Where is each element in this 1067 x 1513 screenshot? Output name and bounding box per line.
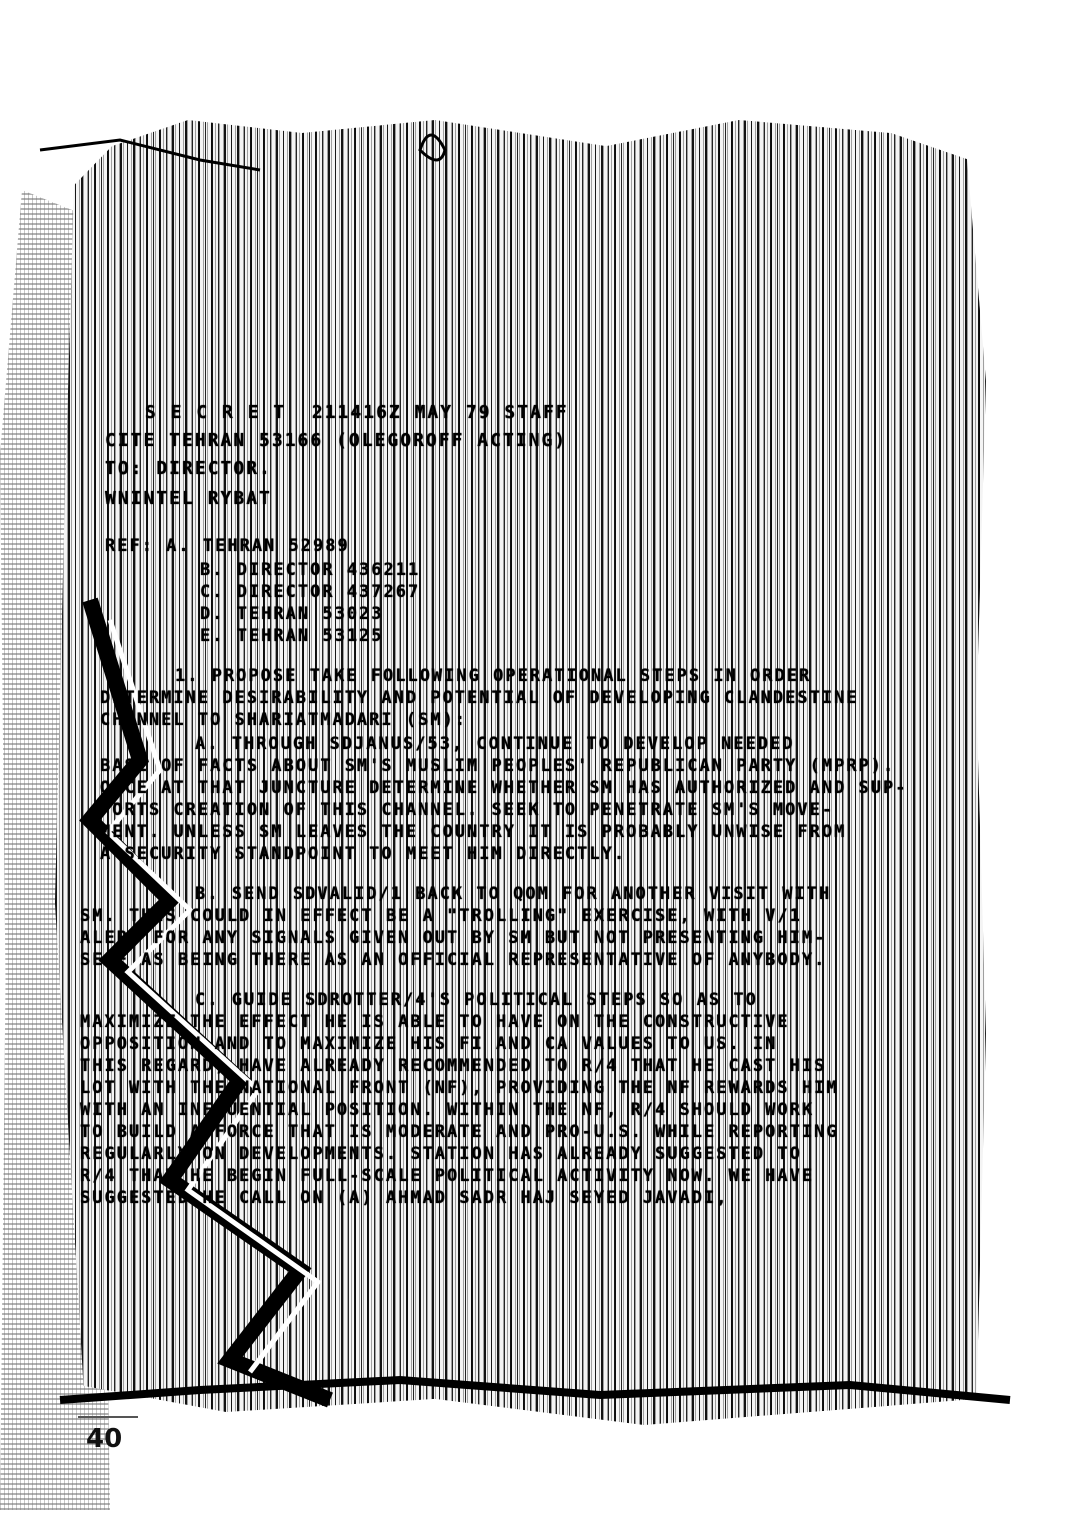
body-line: ALERT FOR ANY SIGNALS GIVEN OUT BY SM BU… <box>80 928 827 948</box>
body-line: WITH AN INFLUENTIAL POSITION. WITHIN THE… <box>80 1100 815 1120</box>
reference-c: C. DIRECTOR 437267 <box>200 582 421 602</box>
body-line: BASE OF FACTS ABOUT SM'S MUSLIM PEOPLES'… <box>100 756 896 776</box>
header-classification: S E C R E T 211416Z MAY 79 STAFF <box>145 402 569 423</box>
body-line: B. SEND SDVALID/1 BACK TO QOM FOR ANOTHE… <box>195 884 832 904</box>
body-line: A. THROUGH SDJANUS/53, CONTINUE TO DEVEL… <box>195 734 795 754</box>
body-line: TO BUILD A FORCE THAT IS MODERATE AND PR… <box>80 1122 839 1142</box>
body-line: A SECURITY STANDPOINT TO MEET HIM DIRECT… <box>100 844 627 864</box>
body-line: MENT. UNLESS SM LEAVES THE COUNTRY IT IS… <box>100 822 847 842</box>
body-line: ONCE AT THAT JUNCTURE DETERMINE WHETHER … <box>100 778 908 798</box>
page-number: 40 <box>86 1424 123 1454</box>
header-wnintel: WNINTEL RYBAT <box>105 488 272 509</box>
body-line: LOT WITH THE NATIONAL FRONT (NF), PROVID… <box>80 1078 839 1098</box>
body-line: REGULARLY ON DEVELOPMENTS. STATION HAS A… <box>80 1144 802 1164</box>
body-line: SUGGESTED HE CALL ON (A) AHMAD SADR HAJ … <box>80 1188 729 1208</box>
body-line: 1. PROPOSE TAKE FOLLOWING OPERATIONAL ST… <box>175 666 812 686</box>
header-to: TO: DIRECTOR. <box>105 458 272 479</box>
reference-b: B. DIRECTOR 436211 <box>200 560 421 580</box>
reference-e: E. TEHRAN 53125 <box>200 626 384 646</box>
body-line: SELF AS BEING THERE AS AN OFFICIAL REPRE… <box>80 950 827 970</box>
body-line: OPPOSITION AND TO MAXIMIZE HIS FI AND CA… <box>80 1034 778 1054</box>
header-cite: CITE TEHRAN 53166 (OLEGOROFF ACTING) <box>105 430 568 451</box>
cable-text: S E C R E T 211416Z MAY 79 STAFF CITE TE… <box>70 380 1010 1207</box>
shredded-cable-sheet <box>55 120 986 1425</box>
body-line: CHANNEL TO SHARIATMADARI (SM): <box>100 710 468 730</box>
body-line: DETERMINE DESIRABILITY AND POTENTIAL OF … <box>100 688 859 708</box>
body-line: MAXIMIZE THE EFFECT HE IS ABLE TO HAVE O… <box>80 1012 790 1032</box>
body-line: THIS REGARD, HAVE ALREADY RECOMMENDED TO… <box>80 1056 827 1076</box>
page-number-rule <box>78 1416 138 1418</box>
body-line: SM. THIS COULD IN EFFECT BE A "TROLLING"… <box>80 906 802 926</box>
reference-a: REF: A. TEHRAN 52989 <box>105 536 350 556</box>
body-line: PORTS CREATION OF THIS CHANNEL. SEEK TO … <box>100 800 835 820</box>
reference-d: D. TEHRAN 53023 <box>200 604 384 624</box>
body-line: R/4 THAT HE BEGIN FULL-SCALE POLITICAL A… <box>80 1166 815 1186</box>
body-line: C. GUIDE SDROTTER/4'S POLITICAL STEPS SO… <box>195 990 758 1010</box>
